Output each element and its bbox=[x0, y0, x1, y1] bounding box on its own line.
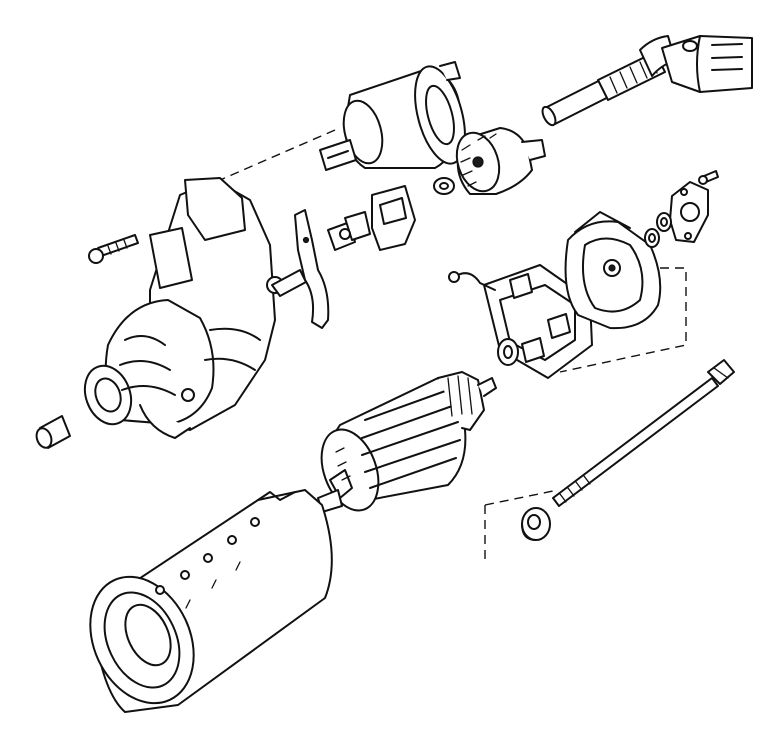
drive-housing-nose bbox=[661, 35, 753, 93]
long-through-bolt bbox=[552, 359, 735, 507]
end-cover bbox=[564, 211, 662, 330]
brush-holder bbox=[448, 264, 593, 379]
rubber-seal bbox=[371, 185, 416, 251]
shift-fork bbox=[271, 209, 330, 329]
field-housing bbox=[89, 489, 333, 713]
assembly-guide-lines bbox=[219, 129, 687, 565]
cover-screw bbox=[698, 170, 719, 185]
grommet bbox=[521, 507, 551, 541]
pinion-gear bbox=[433, 127, 546, 195]
solenoid bbox=[319, 61, 466, 171]
plunger-link bbox=[327, 211, 371, 251]
cap-plate bbox=[669, 181, 709, 243]
end-bushing bbox=[35, 415, 71, 449]
armature bbox=[317, 371, 497, 513]
through-bolt-short bbox=[88, 234, 139, 264]
drive-shaft bbox=[541, 35, 676, 127]
drive-housing bbox=[83, 177, 284, 439]
washer bbox=[644, 212, 672, 248]
